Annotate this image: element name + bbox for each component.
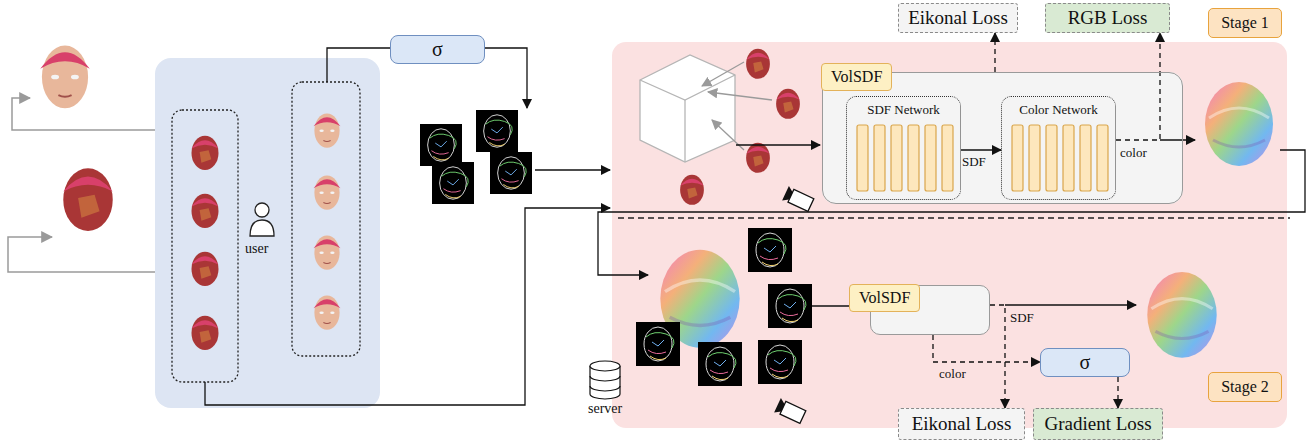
edge-label: SDF (962, 155, 986, 170)
dashed-arrow (990, 305, 1005, 408)
dashed-arrow (1117, 377, 1118, 408)
loss-box: Eikonal Loss (898, 408, 1025, 440)
box-text: Eikonal Loss (912, 413, 1012, 435)
box-text: σ (432, 38, 443, 61)
sigma-box: σ (390, 35, 485, 64)
loss-box: Eikonal Loss (898, 3, 1018, 33)
model-panel: VolSDF (870, 285, 990, 335)
icon-label: user (245, 241, 268, 257)
box-text: Stage 1 (1221, 14, 1269, 32)
edge-label: color (939, 367, 966, 382)
dashed-arrow (1116, 33, 1160, 140)
box-text: σ (1080, 351, 1091, 374)
stage-label: Stage 1 (1208, 8, 1282, 38)
stage-label: Stage 2 (1208, 372, 1282, 402)
box-text: Eikonal Loss (908, 7, 1008, 29)
network-box: Color Network (1001, 96, 1116, 200)
signal-label: color (1120, 146, 1147, 161)
model-panel: VolSDFSDF NetworkColor Network (822, 72, 1183, 204)
edge-label: SDF (1010, 311, 1034, 326)
box-text: RGB Loss (1068, 7, 1148, 29)
sigma-box: σ (1040, 348, 1130, 377)
solid-arrow (961, 149, 1001, 150)
loss-box: RGB Loss (1045, 3, 1170, 33)
box-text: Color Network (1019, 103, 1097, 118)
loss-box: Gradient Loss (1033, 408, 1163, 440)
network-box: SDF Network (846, 96, 961, 200)
dashed-arrow (994, 33, 995, 72)
box-text: Stage 2 (1221, 378, 1269, 396)
model-tab: VolSDF (821, 63, 892, 91)
icon-label: server (588, 401, 622, 417)
dashed-arrow (933, 335, 1040, 362)
box-text: SDF Network (867, 103, 940, 118)
box-text: Gradient Loss (1044, 413, 1151, 435)
model-tab: VolSDF (849, 284, 920, 312)
